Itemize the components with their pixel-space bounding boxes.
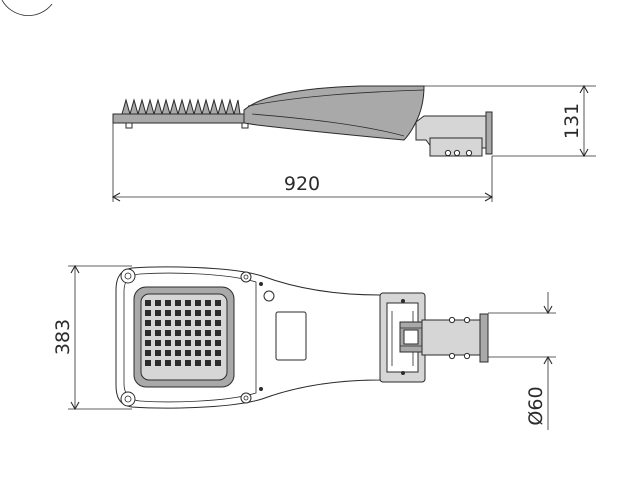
side-view: 131 920: [111, 84, 596, 202]
led-cell: [165, 310, 171, 316]
led-cell: [205, 330, 211, 336]
led-cell: [145, 320, 151, 326]
led-cell: [195, 320, 201, 326]
led-cell: [215, 360, 221, 366]
led-cell: [155, 360, 161, 366]
top-pipe-clamp: [421, 319, 481, 356]
led-cell: [205, 350, 211, 356]
led-cell: [155, 300, 161, 306]
led-cell: [175, 310, 181, 316]
led-cell: [145, 300, 151, 306]
dim-diameter-label: Ø60: [525, 386, 547, 425]
led-cell: [215, 340, 221, 346]
led-cell: [205, 340, 211, 346]
led-cell: [215, 350, 221, 356]
led-cell: [195, 330, 201, 336]
led-cell: [165, 350, 171, 356]
led-cell: [175, 330, 181, 336]
dim-length: [111, 123, 494, 202]
led-cell: [155, 340, 161, 346]
led-cell: [185, 340, 191, 346]
led-cell: [165, 360, 171, 366]
led-cell: [215, 310, 221, 316]
dim-height-label: 131: [561, 103, 583, 139]
led-cell: [215, 320, 221, 326]
led-cell: [165, 340, 171, 346]
led-cell: [155, 320, 161, 326]
dim-diameter: [488, 292, 556, 430]
led-cell: [205, 320, 211, 326]
led-cell: [175, 350, 181, 356]
led-cell: [145, 340, 151, 346]
dim-height: [424, 84, 596, 158]
led-cell: [195, 310, 201, 316]
led-cell: [185, 350, 191, 356]
heatsink-fins: [121, 98, 241, 116]
led-grid: [145, 300, 221, 366]
dim-length-label: 920: [284, 173, 320, 195]
led-cell: [185, 300, 191, 306]
led-cell: [205, 300, 211, 306]
led-cell: [215, 300, 221, 306]
led-cell: [175, 340, 181, 346]
led-cell: [215, 330, 221, 336]
led-cell: [165, 300, 171, 306]
led-cell: [205, 310, 211, 316]
top-view: 383 Ø60: [52, 264, 556, 430]
led-cell: [205, 360, 211, 366]
led-cell: [155, 350, 161, 356]
led-cell: [145, 310, 151, 316]
led-cell: [145, 330, 151, 336]
led-cell: [165, 330, 171, 336]
led-cell: [175, 320, 181, 326]
led-cell: [165, 320, 171, 326]
led-cell: [195, 340, 201, 346]
led-cell: [185, 360, 191, 366]
corner-circle: [1, 0, 53, 16]
led-cell: [155, 330, 161, 336]
led-cell: [155, 310, 161, 316]
driver-window: [275, 311, 307, 361]
led-cell: [195, 360, 201, 366]
led-cell: [195, 300, 201, 306]
led-cell: [175, 360, 181, 366]
led-cell: [185, 330, 191, 336]
led-cell: [185, 320, 191, 326]
led-cell: [145, 350, 151, 356]
led-cell: [195, 350, 201, 356]
led-cell: [185, 310, 191, 316]
side-base-plate: [112, 113, 258, 124]
led-cell: [145, 360, 151, 366]
dim-width-label: 383: [52, 319, 74, 355]
side-housing: [243, 85, 425, 141]
dim-width: [68, 264, 132, 411]
led-cell: [175, 300, 181, 306]
